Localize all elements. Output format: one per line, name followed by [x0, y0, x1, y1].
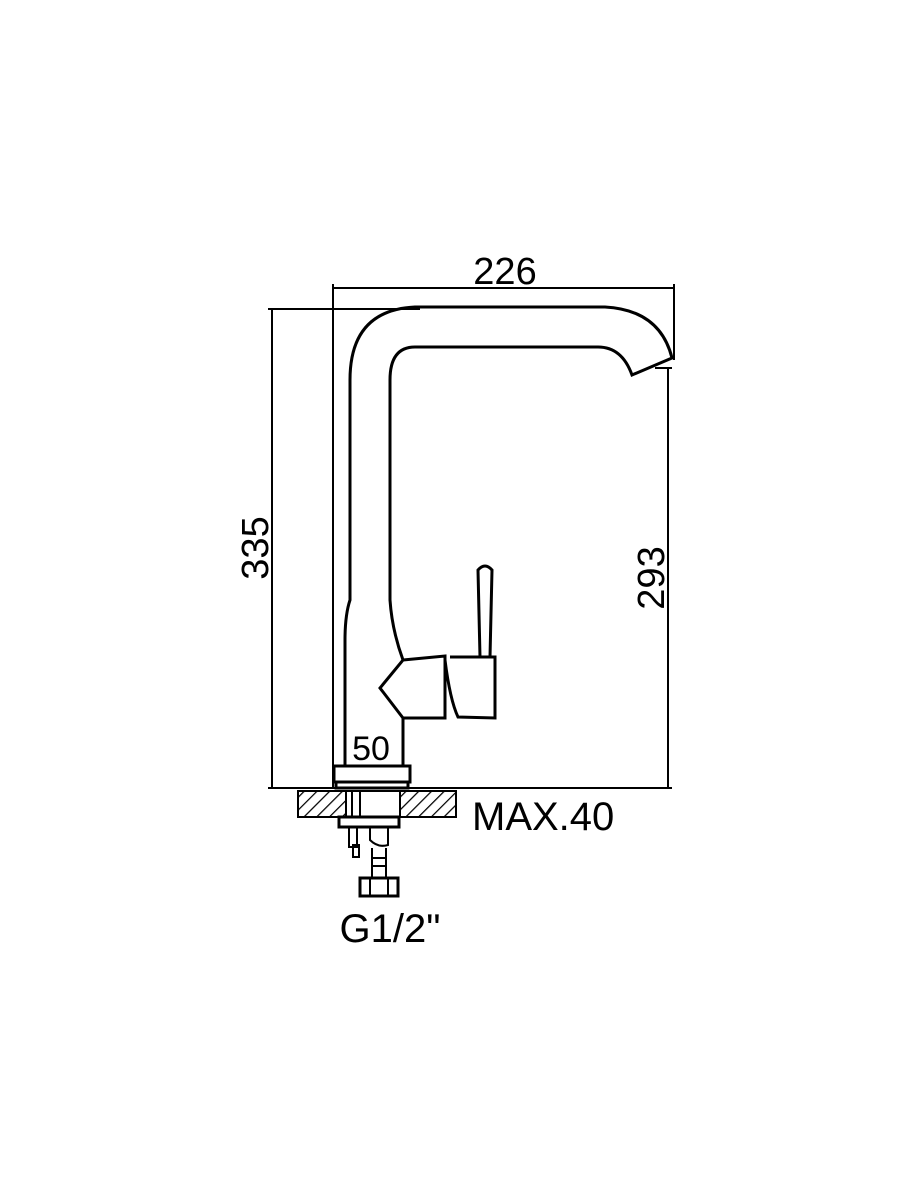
dimension-spout-height: 293: [631, 367, 673, 788]
total-height-label: 335: [235, 516, 277, 579]
connection-hoses: G1/2": [337, 815, 441, 951]
countertop-section: MAX.40: [297, 790, 614, 839]
dimension-reach: 226: [332, 251, 675, 788]
handle-housing: [378, 654, 447, 720]
spout-height-label: 293: [631, 546, 673, 609]
faucet-base: 50: [332, 730, 412, 790]
max-thickness-label: MAX.40: [472, 795, 614, 839]
reach-label: 226: [473, 251, 536, 293]
faucet-body: [343, 305, 674, 765]
dimension-total-height: 335: [235, 308, 672, 789]
thread-label: G1/2": [340, 907, 441, 951]
hex-nut: [358, 876, 400, 898]
lever-block: [443, 655, 497, 720]
lever-handle: [476, 564, 494, 658]
base-diameter-label: 50: [352, 730, 390, 768]
